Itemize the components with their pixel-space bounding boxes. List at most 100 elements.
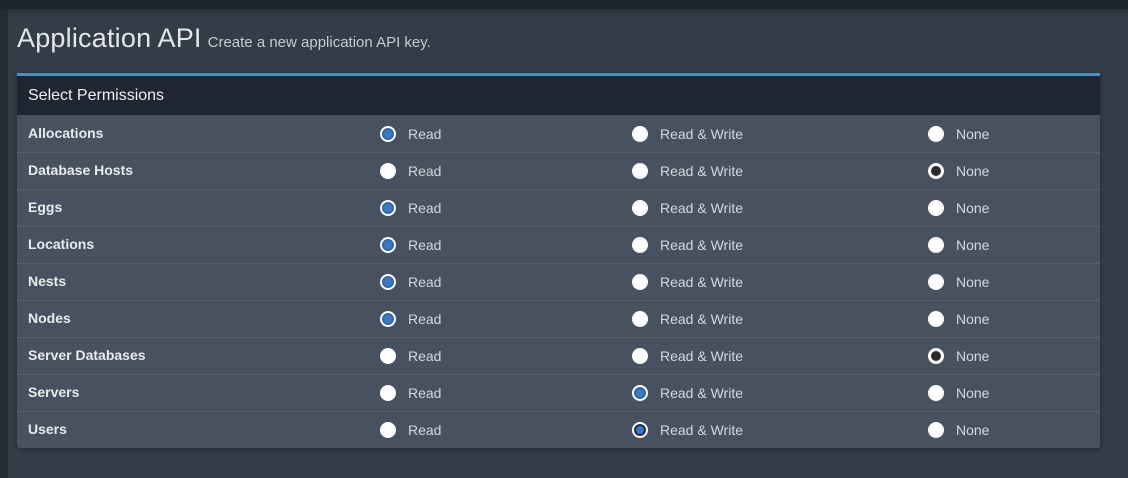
permission-label: Nests — [28, 273, 67, 289]
option-read-write[interactable]: Read & Write — [632, 237, 928, 253]
radio-none[interactable] — [928, 200, 944, 216]
radio-read-label: Read — [408, 200, 442, 216]
radio-read[interactable] — [380, 385, 396, 401]
table-row: Nodes Read Read & Write None — [17, 300, 1100, 337]
permission-name-cell: Server Databases — [17, 347, 380, 365]
option-read[interactable]: Read — [380, 125, 632, 142]
option-none[interactable]: None — [928, 163, 1100, 179]
radio-read-write-label: Read & Write — [660, 385, 743, 401]
radio-read[interactable] — [380, 163, 396, 179]
radio-read[interactable] — [380, 348, 396, 364]
permission-label: Users — [28, 421, 67, 437]
option-read-write[interactable]: Read & Write — [632, 348, 928, 364]
radio-read-write[interactable] — [632, 311, 648, 327]
radio-none[interactable] — [928, 163, 944, 179]
radio-read-write[interactable] — [632, 274, 648, 290]
option-read-write[interactable]: Read & Write — [632, 200, 928, 216]
radio-read-write-label: Read & Write — [660, 125, 743, 142]
radio-read-write-label: Read & Write — [660, 348, 743, 364]
permission-label: Server Databases — [28, 347, 146, 363]
radio-read-write[interactable] — [632, 385, 648, 401]
radio-read-write[interactable] — [632, 348, 648, 364]
radio-read-write-label: Read & Write — [660, 163, 743, 179]
option-read-write[interactable]: Read & Write — [632, 385, 928, 401]
radio-none-label: None — [956, 348, 990, 364]
radio-none[interactable] — [928, 311, 944, 327]
radio-read-write-label: Read & Write — [660, 237, 743, 253]
radio-read-label: Read — [408, 385, 442, 401]
option-none[interactable]: None — [928, 274, 1100, 290]
radio-none[interactable] — [928, 125, 944, 142]
option-read[interactable]: Read — [380, 200, 632, 216]
radio-none-label: None — [956, 385, 990, 401]
option-read-write[interactable]: Read & Write — [632, 311, 928, 327]
radio-read-label: Read — [408, 274, 442, 290]
permission-label: Nodes — [28, 310, 71, 326]
radio-read[interactable] — [380, 125, 396, 142]
option-read-write[interactable]: Read & Write — [632, 422, 928, 438]
radio-none-label: None — [956, 125, 990, 142]
option-none[interactable]: None — [928, 125, 1100, 142]
radio-read-write-label: Read & Write — [660, 200, 743, 216]
permissions-table: Allocations Read Read & Write None Datab… — [17, 115, 1100, 448]
option-read[interactable]: Read — [380, 311, 632, 327]
option-none[interactable]: None — [928, 200, 1100, 216]
radio-none[interactable] — [928, 274, 944, 290]
option-read[interactable]: Read — [380, 422, 632, 438]
radio-none[interactable] — [928, 385, 944, 401]
permission-label: Eggs — [28, 199, 63, 215]
radio-read-label: Read — [408, 237, 442, 253]
table-row: Eggs Read Read & Write None — [17, 189, 1100, 226]
option-read[interactable]: Read — [380, 274, 632, 290]
permission-name-cell: Locations — [17, 236, 380, 254]
table-row: Users Read Read & Write None — [17, 411, 1100, 448]
radio-read-label: Read — [408, 311, 442, 327]
option-read[interactable]: Read — [380, 348, 632, 364]
page-title-text: Application API — [17, 23, 202, 53]
radio-read-label: Read — [408, 422, 442, 438]
radio-read-write[interactable] — [632, 200, 648, 216]
option-read[interactable]: Read — [380, 163, 632, 179]
permission-name-cell: Nodes — [17, 310, 380, 328]
option-none[interactable]: None — [928, 385, 1100, 401]
option-read[interactable]: Read — [380, 237, 632, 253]
radio-none[interactable] — [928, 237, 944, 253]
radio-read-write[interactable] — [632, 237, 648, 253]
radio-read-label: Read — [408, 125, 442, 142]
radio-read[interactable] — [380, 200, 396, 216]
permission-label: Servers — [28, 384, 80, 400]
radio-read[interactable] — [380, 311, 396, 327]
radio-read-write[interactable] — [632, 125, 648, 142]
option-none[interactable]: None — [928, 348, 1100, 364]
radio-none[interactable] — [928, 422, 944, 438]
option-read-write[interactable]: Read & Write — [632, 274, 928, 290]
radio-read-write[interactable] — [632, 422, 648, 438]
option-none[interactable]: None — [928, 237, 1100, 253]
permission-name-cell: Database Hosts — [17, 162, 380, 180]
option-none[interactable]: None — [928, 311, 1100, 327]
radio-read[interactable] — [380, 422, 396, 438]
radio-none-label: None — [956, 274, 990, 290]
sidebar-edge — [0, 9, 8, 478]
option-read[interactable]: Read — [380, 385, 632, 401]
permissions-panel: Select Permissions Allocations Read Read… — [17, 73, 1100, 448]
table-row: Database Hosts Read Read & Write None — [17, 152, 1100, 189]
option-read-write[interactable]: Read & Write — [632, 163, 928, 179]
option-read-write[interactable]: Read & Write — [632, 125, 928, 142]
radio-read-label: Read — [408, 348, 442, 364]
table-row: Allocations Read Read & Write None — [17, 115, 1100, 152]
permission-name-cell: Servers — [17, 384, 380, 402]
radio-none[interactable] — [928, 348, 944, 364]
radio-read-write[interactable] — [632, 163, 648, 179]
table-row: Servers Read Read & Write None — [17, 374, 1100, 411]
permission-name-cell: Eggs — [17, 199, 380, 217]
option-none[interactable]: None — [928, 422, 1100, 438]
permission-label: Locations — [28, 236, 95, 252]
radio-none-label: None — [956, 237, 990, 253]
radio-read[interactable] — [380, 237, 396, 253]
radio-read-write-label: Read & Write — [660, 422, 743, 438]
radio-read[interactable] — [380, 274, 396, 290]
permission-name-cell: Nests — [17, 273, 380, 291]
permission-label: Database Hosts — [28, 162, 134, 178]
